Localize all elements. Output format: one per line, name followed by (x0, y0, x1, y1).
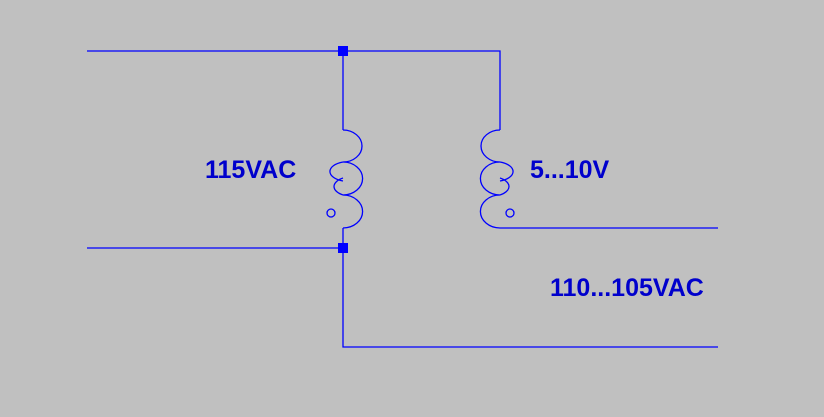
primary-winding (326, 129, 364, 229)
primary-phase-dot (326, 208, 336, 218)
secondary-phase-dot (505, 208, 515, 218)
primary-coil-inner (329, 161, 344, 196)
output-voltage-label: 110...105VAC (550, 274, 704, 302)
secondary-coil (479, 129, 501, 229)
secondary-winding (479, 129, 515, 229)
secondary-coil-inner (499, 161, 514, 196)
wires (87, 50, 718, 348)
primary-voltage-label: 115VAC (205, 156, 297, 184)
secondary-voltage-label: 5...10V (530, 156, 610, 184)
wire-top-rail (87, 50, 501, 130)
primary-coil (342, 129, 364, 229)
junction-bottom (338, 243, 348, 253)
junction-top (338, 46, 348, 56)
wire-primary-bottom (342, 228, 718, 348)
